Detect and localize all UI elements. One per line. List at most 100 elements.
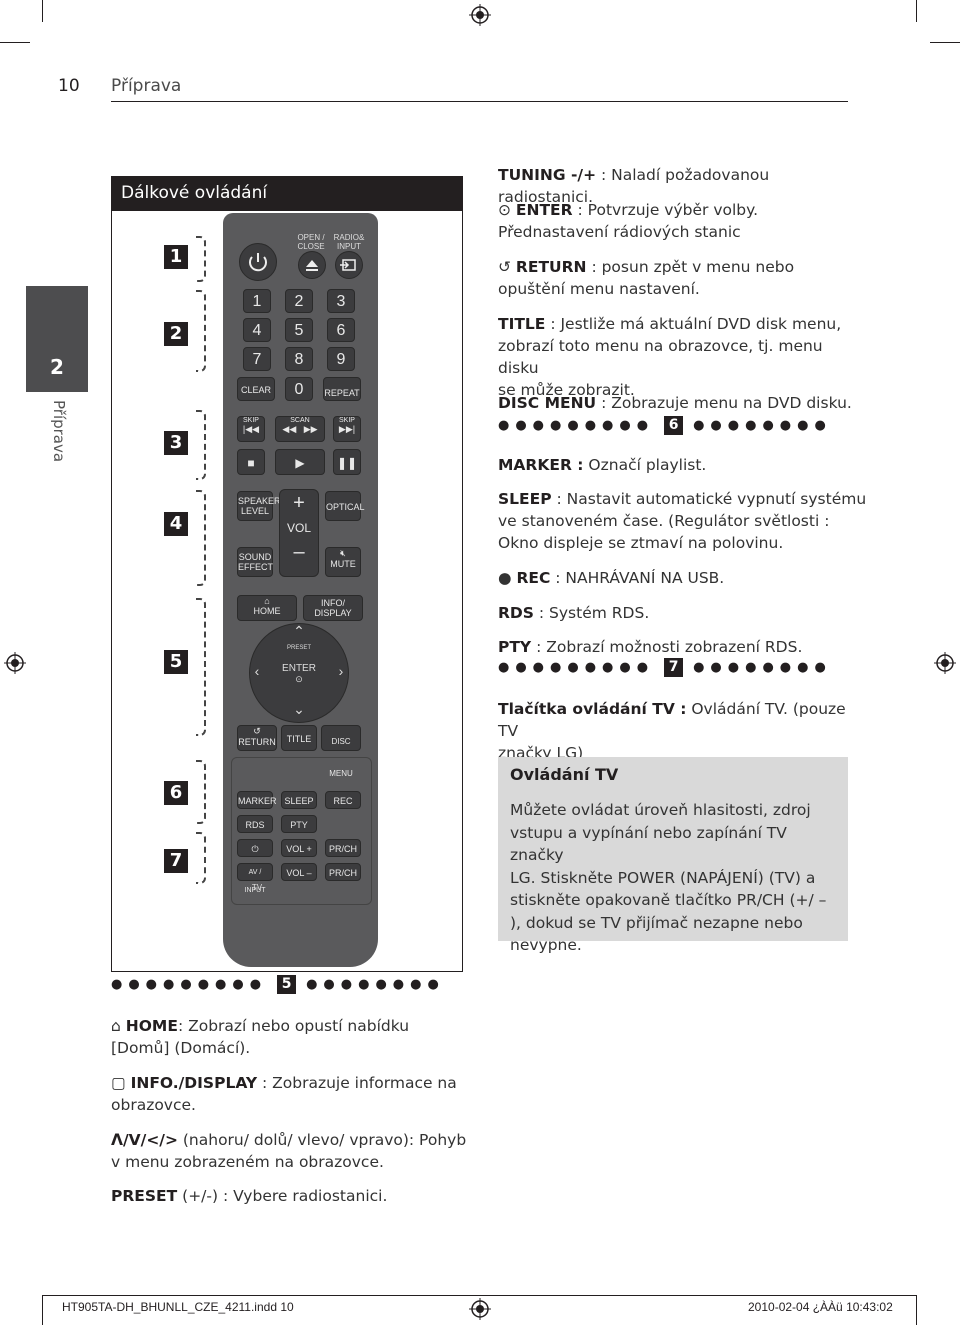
- digit-button-4[interactable]: 4: [243, 318, 271, 342]
- chapter-number: 2: [50, 355, 64, 379]
- digit-button-7[interactable]: 7: [243, 347, 271, 371]
- digit-button-8[interactable]: 8: [285, 347, 313, 371]
- chapter-tab: [26, 286, 88, 392]
- mute-label: MUTE: [330, 559, 356, 569]
- tv-prch-up-button[interactable]: PR/CH: [325, 839, 361, 857]
- rds-button[interactable]: RDS: [237, 815, 273, 833]
- stop-button[interactable]: ■: [237, 449, 265, 475]
- skip-back-button[interactable]: SKIP |◀◀: [237, 416, 265, 442]
- optical-button[interactable]: OPTICAL: [325, 491, 365, 521]
- skip-label: SKIP: [339, 417, 355, 424]
- section-marker: 5: [164, 650, 188, 674]
- vol-label: VOL: [286, 521, 311, 535]
- registration-mark-icon: [4, 652, 26, 674]
- figure-title: Dálkové ovládání: [111, 176, 463, 211]
- crop-mark: [42, 1295, 43, 1325]
- scan-button[interactable]: SCAN ◀◀ ▶▶: [275, 416, 325, 442]
- digit-button-0[interactable]: 0: [285, 377, 313, 401]
- eject-button[interactable]: [298, 251, 326, 279]
- clear-button[interactable]: CLEAR: [237, 377, 275, 401]
- mute-button[interactable]: 🔇︎ MUTE: [325, 547, 361, 577]
- vol-minus-icon: –: [293, 541, 305, 563]
- return-button[interactable]: ↺ RETURN: [237, 725, 277, 751]
- section-marker: 6: [164, 781, 188, 805]
- play-button[interactable]: ▶: [275, 449, 325, 475]
- text-block-marker: MARKER : Označí playlist.: [498, 456, 707, 474]
- section-bracket: [196, 236, 206, 282]
- tv-power-button[interactable]: ⏻: [237, 839, 273, 857]
- info-display-button[interactable]: INFO/ DISPLAY: [303, 595, 363, 621]
- digit-button-9[interactable]: 9: [327, 347, 355, 371]
- tv-vol-minus-button[interactable]: VOL –: [281, 863, 317, 881]
- text-block-preset: PRESET (+/-) : Vybere radiostanici.: [111, 1187, 388, 1205]
- rec-button[interactable]: REC: [325, 791, 361, 809]
- sleep-button[interactable]: SLEEP: [281, 791, 317, 809]
- return-icon: ↺: [253, 726, 261, 736]
- text-block-enter: ⊙ ENTER : Potvrzuje výběr volby. Přednas…: [498, 201, 759, 241]
- power-button[interactable]: [239, 243, 277, 281]
- digit-button-5[interactable]: 5: [285, 318, 313, 342]
- pty-button[interactable]: PTY: [281, 815, 317, 833]
- enter-icon: ⊙: [295, 674, 303, 684]
- title-button[interactable]: TITLE: [281, 725, 317, 751]
- marker-button[interactable]: MARKER: [237, 791, 277, 809]
- navigation-pad[interactable]: [249, 623, 349, 723]
- key-tuning: TUNING -/+: [498, 166, 597, 184]
- section-bracket: [196, 832, 206, 884]
- crop-mark: [42, 0, 43, 22]
- crop-mark: [0, 42, 30, 43]
- return-label: RETURN: [238, 737, 276, 747]
- registration-mark-icon: [469, 4, 491, 26]
- home-button[interactable]: ⌂ HOME: [237, 595, 297, 621]
- scan-label: SCAN: [290, 417, 310, 424]
- crop-mark: [916, 0, 917, 22]
- section-marker: 3: [164, 431, 188, 455]
- digit-button-2[interactable]: 2: [285, 289, 313, 313]
- skip-forward-button[interactable]: SKIP ▶▶|: [333, 416, 361, 442]
- section-marker: 4: [164, 512, 188, 536]
- scan-icon: ◀◀ ▶▶: [282, 424, 318, 434]
- enter-label[interactable]: ENTER: [282, 663, 316, 674]
- section-number-7: 7: [664, 658, 684, 677]
- registration-mark-icon: [934, 652, 956, 674]
- pause-icon: ❚❚: [336, 456, 358, 470]
- footer-file-name: HT905TA-DH_BHUNLL_CZE_4211.indd 10: [62, 1300, 294, 1314]
- mute-icon: 🔇︎: [340, 548, 346, 558]
- repeat-button[interactable]: REPEAT: [323, 377, 361, 401]
- text-block-return: ↺ RETURN : posun zpět v menu nebo opuště…: [498, 258, 795, 298]
- text-block-title: TITLE : Jestliže má aktuální DVD disk me…: [498, 315, 842, 399]
- disc-menu-button[interactable]: DISC MENU: [321, 725, 361, 778]
- speaker-level-button[interactable]: SPEAKER LEVEL: [237, 491, 281, 521]
- text-block-home: ⌂ HOME: Zobrazí nebo opustí nabídku [Dom…: [111, 1017, 410, 1057]
- digit-button-6[interactable]: 6: [327, 318, 355, 342]
- section-divider-5: ●●●●●●●●●5●●●●●●●●: [111, 975, 445, 994]
- text-block-rds: RDS : Systém RDS.: [498, 604, 650, 622]
- home-icon: ⌂: [264, 596, 270, 606]
- av-input-button[interactable]: AV / INPUT: [237, 863, 273, 894]
- input-button[interactable]: [335, 251, 363, 279]
- section-number-5: 5: [277, 975, 297, 994]
- tv-control-note-box: [498, 757, 848, 941]
- section-marker: 1: [164, 245, 188, 269]
- lower-button-panel: [231, 757, 372, 905]
- section-divider-6: ●●●●●●●●●6●●●●●●●●: [498, 416, 832, 435]
- section-marker: 2: [164, 322, 188, 346]
- tv-vol-plus-button[interactable]: VOL +: [281, 839, 317, 857]
- enter-icon: ⊙: [498, 201, 516, 219]
- sound-effect-button[interactable]: SOUND EFFECT: [237, 547, 273, 577]
- text-block-disc-menu: DISC MENU : Zobrazuje menu na DVD disku.: [498, 394, 852, 412]
- rec-dot-icon: ●: [498, 569, 517, 587]
- section-bracket: [196, 290, 206, 372]
- digit-button-1[interactable]: 1: [243, 289, 271, 313]
- digit-button-3[interactable]: 3: [327, 289, 355, 313]
- remote-control: OPEN / CLOSE RADIO& INPUT 1 2 3 4 5 6 7 …: [223, 213, 378, 967]
- eject-icon: [306, 260, 318, 271]
- pause-button[interactable]: ❚❚: [333, 449, 361, 475]
- volume-rocker[interactable]: + VOL –: [279, 489, 319, 577]
- text-block-tv-buttons: Tlačítka ovládání TV : Ovládání TV. (pou…: [498, 700, 846, 762]
- tv-prch-down-button[interactable]: PR/CH: [325, 863, 361, 881]
- text-block-tuning: TUNING -/+ : Naladí požadovanou radiosta…: [498, 166, 770, 206]
- info-icon: ▢: [111, 1074, 131, 1092]
- left-arrow-icon: ‹: [254, 663, 260, 679]
- section-bracket: [196, 598, 206, 736]
